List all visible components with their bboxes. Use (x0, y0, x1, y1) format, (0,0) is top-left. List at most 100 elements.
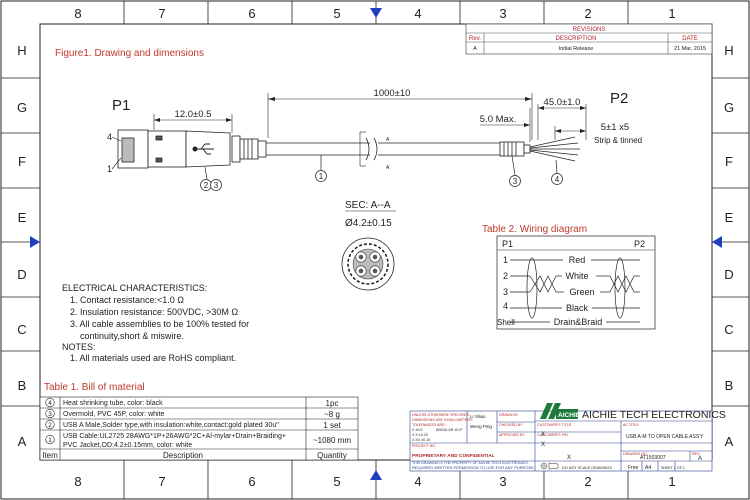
zone-row-e-right: E (725, 210, 734, 225)
zone-row-h-right: H (724, 43, 733, 58)
dim-cable-length: 1000±10 (374, 88, 411, 99)
tb-ac-title: USB A-M TO OPEN CABLE ASS'Y (626, 434, 704, 440)
bom-item-balloons (45, 397, 55, 445)
bom-item-2: 2 (48, 422, 52, 429)
p1-label: P1 (112, 97, 130, 114)
pin4-label: 4 (107, 132, 112, 142)
electrical-item-1: 1. Contact resistance:<1.0 Ω (70, 295, 184, 305)
title-block (409, 410, 713, 472)
wiring-title: Table 2. Wiring diagram (482, 224, 587, 235)
notes-title: NOTES: (62, 342, 96, 352)
wiring-color-white: White (565, 271, 588, 281)
wiring-color-green: Green (569, 287, 594, 297)
zone-col-4: 4 (414, 6, 421, 21)
bom-qty-3: ~8 g (324, 410, 340, 419)
bom-desc-2: USB A Male,Solder type,with insulation:w… (63, 422, 279, 429)
tb-ac-title-label: AC TITLE (623, 423, 639, 427)
notes-item-1: 1. All materials used are RoHS compliant… (70, 353, 236, 363)
balloon-3b-label: 3 (513, 177, 518, 186)
bom-desc-1-line2: PVC Jacket,OD:4.2±0.15mm, color: white (63, 442, 192, 449)
section-diameter: Ø4.2±0.15 (345, 218, 392, 229)
tb-size: A4 (645, 465, 651, 471)
balloon-4 (551, 173, 563, 185)
zone-row-a: A (18, 434, 27, 449)
revisions-row-rev: A (473, 46, 477, 52)
tb-proprietary-title: PROPRIETARY AND CONFIDENTIAL (412, 453, 495, 459)
tb-rev: A (698, 456, 702, 462)
wiring-pin-shell: Shell (497, 318, 515, 327)
electrical-item-3: 3. All cable assemblies to be 100% teste… (70, 319, 249, 329)
zone-row-d: D (17, 267, 26, 282)
revisions-row-description: Initial Release (559, 46, 594, 52)
tb-tol-a: X ±0.5 (412, 428, 422, 432)
electrical-block: ELECTRICAL CHARACTERISTICS: 1. Contact r… (62, 283, 249, 363)
tb-scale: Free (628, 465, 639, 471)
company-logo: AICHIE (540, 403, 581, 419)
bom-desc-1: USB Cable:UL2725 28AWG*1P+26AWG*2C+Al-my… (63, 433, 286, 440)
balloon-1-label: 1 (319, 172, 324, 181)
tb-rev-label: REV. (692, 452, 700, 456)
revisions-row-date: 21 Mar, 2015 (674, 46, 706, 52)
tb-tol-angle: ANGULAR ±0.5° (436, 428, 463, 432)
bom-item-4: 4 (48, 400, 52, 407)
zone-row-g-right: G (724, 100, 734, 115)
zone-row-a-right: A (725, 434, 734, 449)
dim-boot-length: 5.0 Max. (480, 114, 516, 125)
zone-col-2-bottom: 2 (584, 474, 591, 489)
wiring-pin-1: 1 (503, 255, 508, 265)
wiring-p1: P1 (502, 239, 513, 249)
revisions-col-rev: Rev. (469, 36, 481, 42)
dimension-lines (153, 93, 587, 142)
bom-desc-4: Heat shrinking tube, color: black (63, 400, 163, 407)
pin1-label: 1 (107, 164, 112, 174)
bom-header-description: Description (163, 451, 203, 460)
dim-connector-length: 12.0±0.5 (175, 109, 212, 120)
logo-text: AICHIE (558, 412, 581, 419)
bom-qty-1: ~1080 mm (313, 436, 351, 445)
section-mark-top-label: A (386, 137, 390, 143)
tb-tol-c: X.XX ±0.10 (412, 438, 430, 442)
bom-header-item: Item (42, 451, 58, 460)
tb-drawing-no: AT1503007 (640, 455, 666, 461)
center-arrow-top-icon (370, 8, 382, 18)
tb-project: X (567, 455, 571, 461)
zone-row-h: H (17, 43, 26, 58)
tb-proprietary-text-2: REQUIRED WRITTEN PERMISSION TO USE FOR A… (412, 465, 535, 470)
item-balloons (200, 155, 563, 191)
revisions-col-date: DATE (682, 36, 698, 42)
bom-table (39, 396, 359, 461)
tb-customer-pn: X (541, 442, 545, 448)
zone-col-5-bottom: 5 (333, 474, 340, 489)
balloon-2-label: 2 (204, 181, 209, 190)
zone-row-f: F (18, 154, 26, 169)
balloon-3 (210, 179, 222, 191)
section-title: SEC: A--A (345, 200, 391, 211)
dimension-arrows (154, 97, 586, 133)
center-arrow-right-icon (712, 236, 722, 248)
tb-unless-note: UNLESS OTHERWISE SPECIFIED (412, 413, 469, 417)
zone-row-b-right: B (725, 378, 734, 393)
revisions-col-description: DESCRIPTION (555, 36, 596, 42)
tb-customer-title: X (541, 432, 545, 438)
tb-project-label: PROJECT NO. (412, 444, 436, 448)
bom-desc-3: Overmold, PVC 45P, color: white (63, 411, 165, 418)
zone-col-5: 5 (333, 6, 340, 21)
balloon-4-label: 4 (555, 175, 560, 184)
zone-row-g: G (17, 100, 27, 115)
section-mark-bottom-label: A (386, 165, 390, 171)
balloon-3b (509, 175, 521, 187)
tb-approved-label: APPROVED BY (499, 433, 525, 437)
electrical-title: ELECTRICAL CHARACTERISTICS: (62, 283, 207, 293)
strip-note: Strip & tinned (594, 136, 642, 145)
zone-row-c: C (17, 322, 26, 337)
wiring-pin-4: 4 (503, 301, 508, 311)
bom-item-1: 1 (48, 437, 52, 444)
tb-customer-pn-label: CUSTOMER'S P/N (537, 433, 568, 437)
figure-title: Figure1. Drawing and dimensions (55, 48, 204, 59)
tb-customer-title-label: CUSTOMER'S TITLE (537, 423, 572, 427)
zone-row-e: E (18, 210, 27, 225)
zone-col-2: 2 (584, 6, 591, 21)
zone-row-d-right: D (724, 267, 733, 282)
projection-symbol-icon (540, 462, 559, 470)
